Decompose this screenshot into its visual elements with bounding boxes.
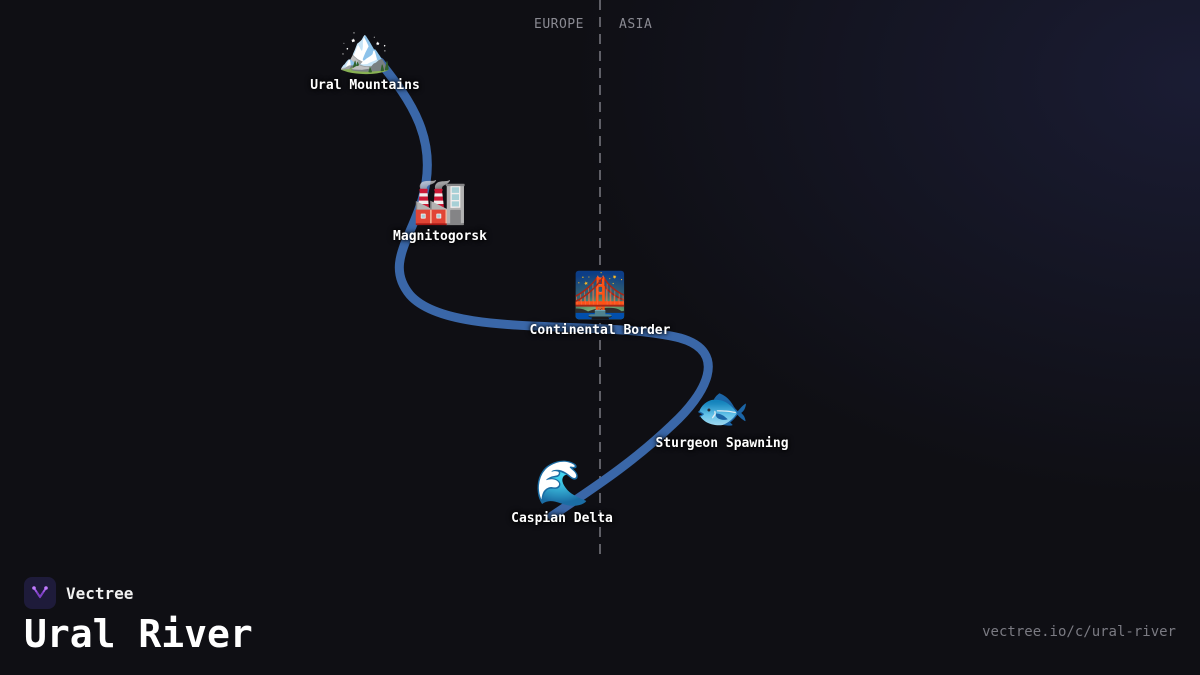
mountain-icon: 🏔️ <box>337 25 393 76</box>
stop-caspian-delta[interactable]: 🌊 Caspian Delta <box>511 458 613 527</box>
share-link[interactable]: vectree.io/c/ural-river <box>982 624 1176 640</box>
stop-sturgeon-spawning[interactable]: 🐟 Sturgeon Spawning <box>655 383 789 452</box>
stop-label: Sturgeon Spawning <box>655 436 789 451</box>
stop-label: Ural Mountains <box>310 78 420 93</box>
fish-icon: 🐟 <box>694 383 750 434</box>
brand[interactable]: Vectree <box>24 577 133 609</box>
europe-label: EUROPE <box>534 17 584 32</box>
stop-label: Magnitogorsk <box>393 229 487 244</box>
river-path <box>375 57 713 521</box>
brand-name: Vectree <box>66 583 134 603</box>
stop-label: Continental Border <box>529 323 671 338</box>
stop-magnitogorsk[interactable]: 🏭 Magnitogorsk <box>393 176 487 245</box>
vectree-logo-icon <box>24 577 56 609</box>
stop-continental-border[interactable]: 🌉 Continental Border <box>529 270 671 339</box>
page-title: Ural River <box>24 612 253 656</box>
bridge-icon: 🌉 <box>572 270 628 321</box>
wave-icon: 🌊 <box>534 458 590 509</box>
factory-icon: 🏭 <box>412 176 468 227</box>
stop-label: Caspian Delta <box>511 511 613 526</box>
asia-label: ASIA <box>619 17 653 32</box>
stop-ural-mountains[interactable]: 🏔️ Ural Mountains <box>310 25 420 94</box>
